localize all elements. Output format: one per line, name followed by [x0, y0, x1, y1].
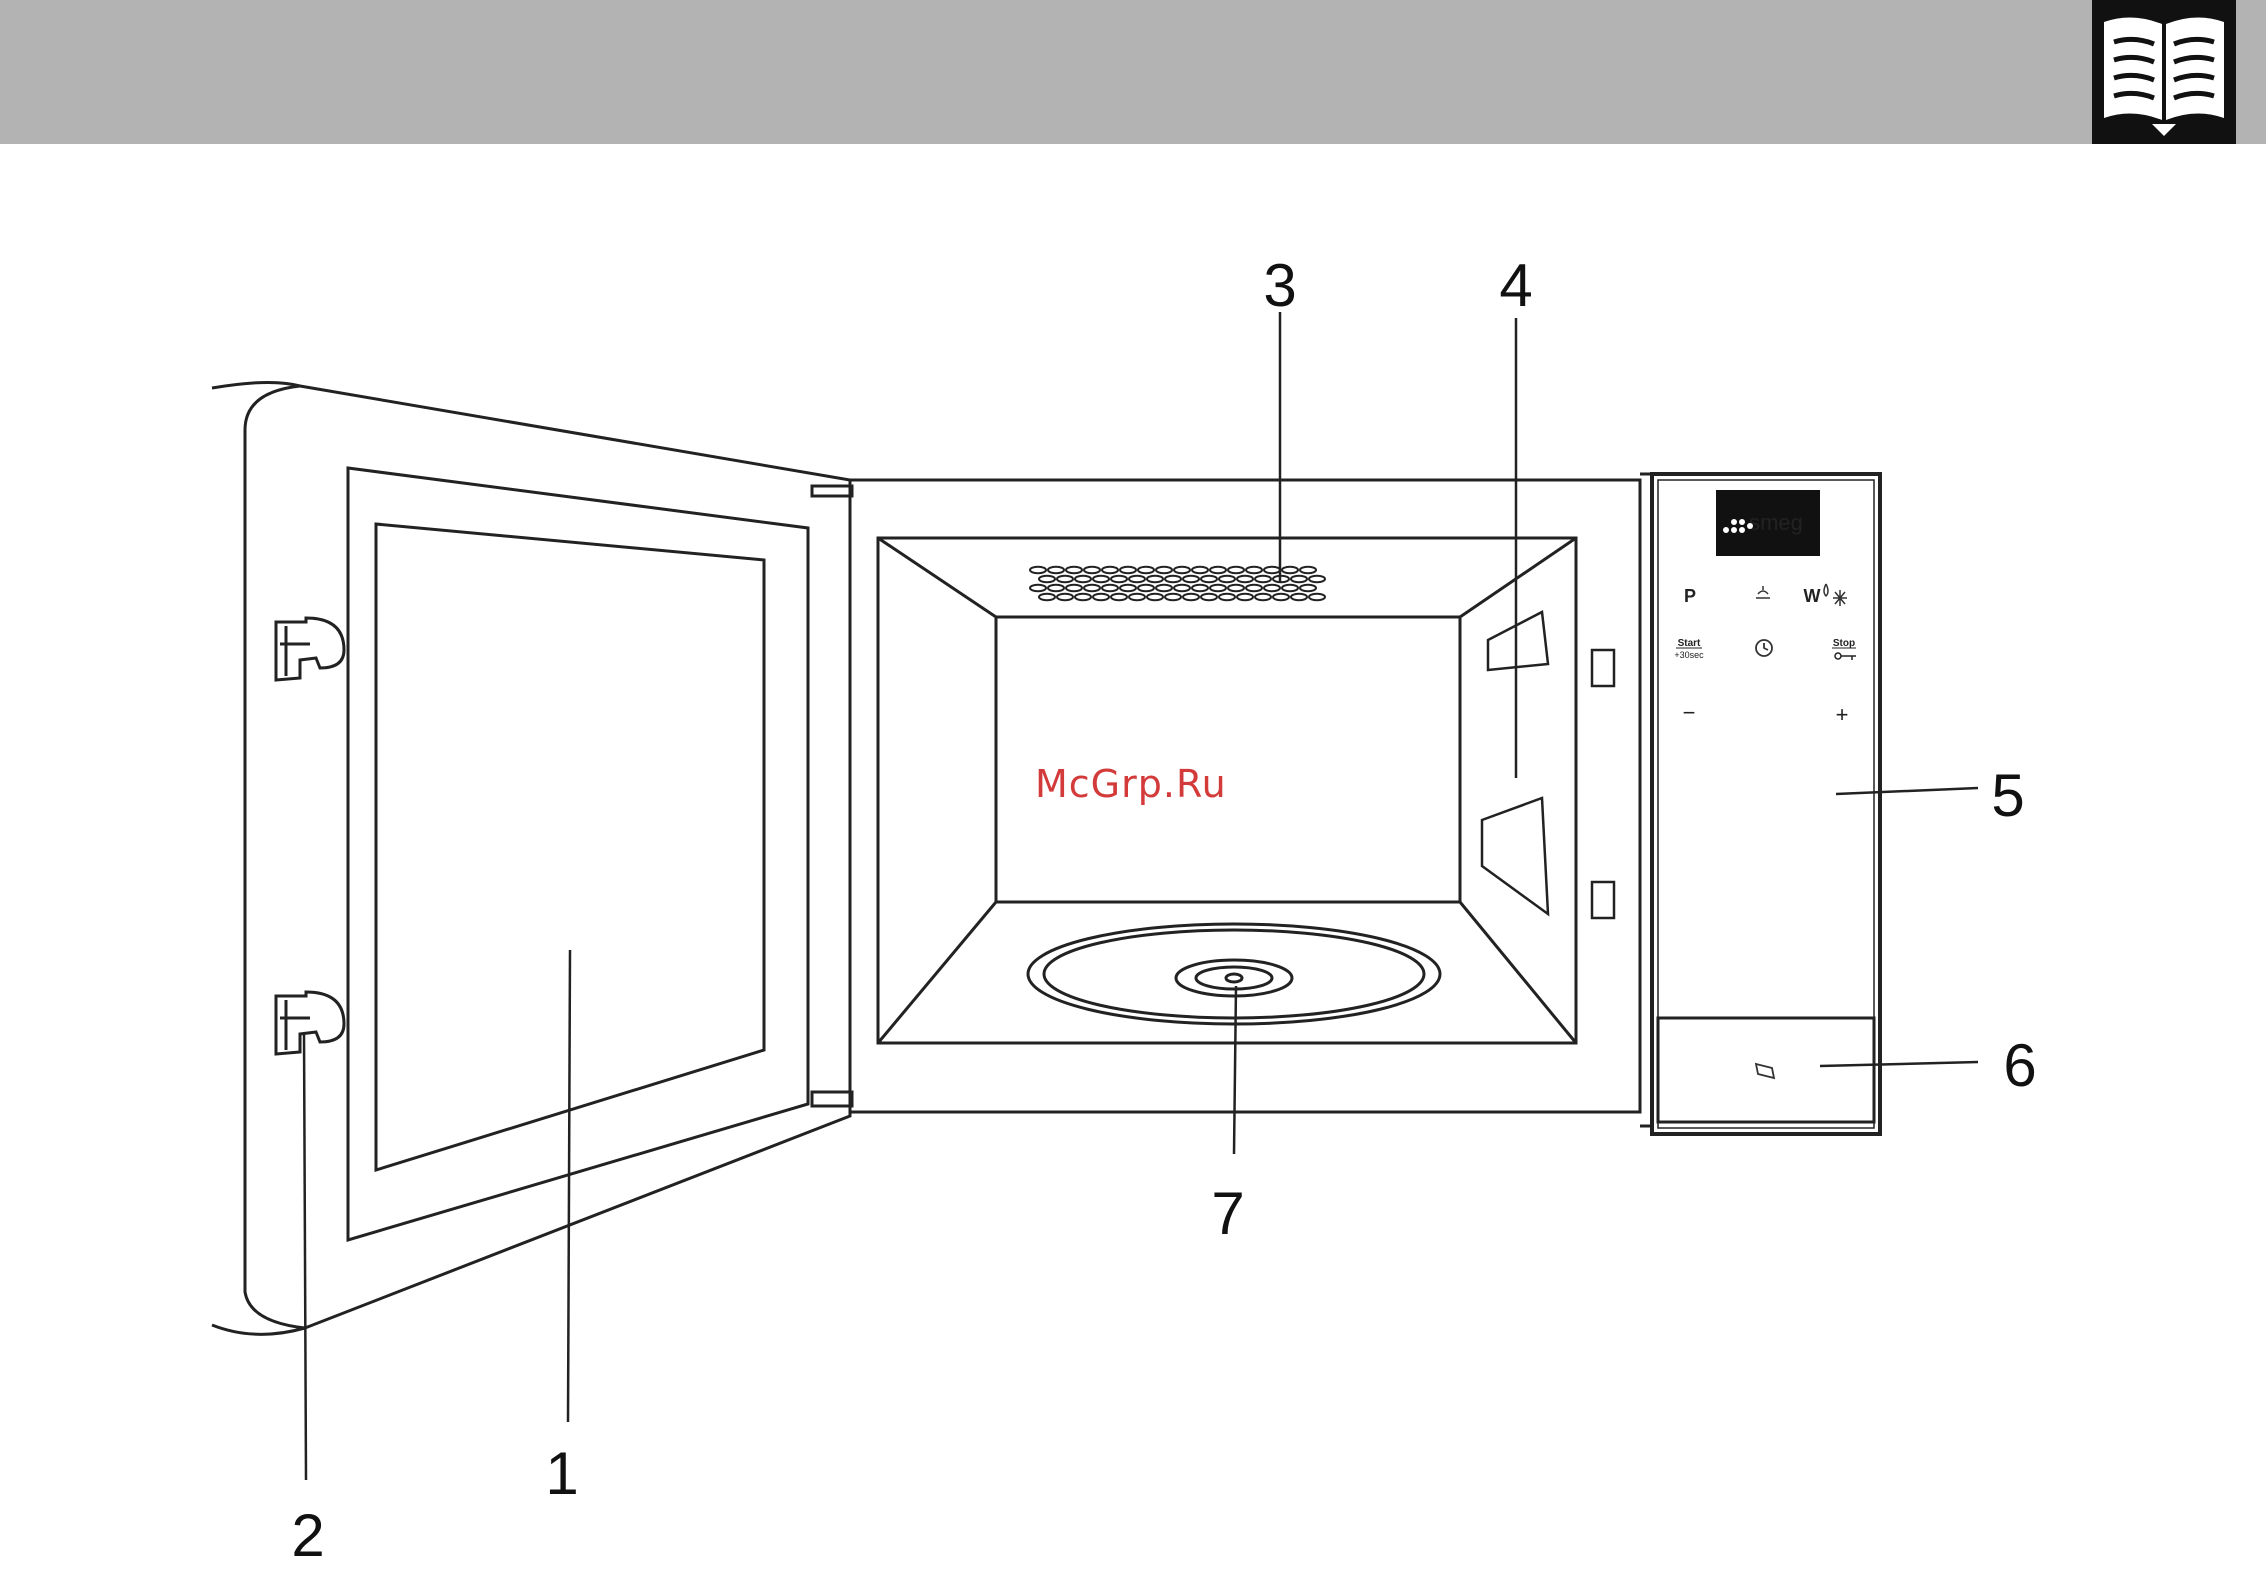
vent-hole [1138, 585, 1154, 591]
clock-icon[interactable] [1756, 640, 1772, 656]
vent-hole [1138, 567, 1154, 573]
vent-hole [1147, 594, 1163, 600]
vent-hole [1201, 576, 1217, 582]
watermark: McGrp.Ru [1035, 762, 1227, 806]
vent-hole [1066, 567, 1082, 573]
vent-hole [1156, 585, 1172, 591]
vent-hole [1111, 594, 1127, 600]
vent-hole [1102, 585, 1118, 591]
vent-hole [1192, 567, 1208, 573]
vent-hole [1102, 567, 1118, 573]
vent-hole [1273, 594, 1289, 600]
callout-2: 2 [291, 1502, 324, 1569]
vent-hole [1246, 585, 1262, 591]
vent-hole [1282, 567, 1298, 573]
vent-hole [1309, 594, 1325, 600]
callout-1: 1 [545, 1440, 578, 1507]
weight-defrost-button[interactable]: W [1804, 586, 1821, 606]
vent-hole [1255, 576, 1271, 582]
vent-hole [1300, 567, 1316, 573]
vent-hole [1129, 576, 1145, 582]
vent-hole [1156, 567, 1172, 573]
vent-hole [1129, 594, 1145, 600]
vent-hole [1282, 585, 1298, 591]
door [212, 382, 852, 1334]
callout-3: 3 [1263, 252, 1296, 319]
vent-hole [1237, 576, 1253, 582]
waveguide-cover [1482, 612, 1614, 918]
vent-hole [1084, 585, 1100, 591]
vent-hole [1219, 594, 1235, 600]
vent-hole [1183, 576, 1199, 582]
vent-hole [1030, 585, 1046, 591]
vent-hole [1093, 576, 1109, 582]
control-panel [1652, 474, 1880, 1134]
vent-hole [1075, 576, 1091, 582]
turntable [1028, 924, 1440, 1024]
cabinet [850, 474, 1652, 1126]
vent-hole [1165, 594, 1181, 600]
vent-hole [1201, 594, 1217, 600]
callout-6: 6 [2003, 1032, 2036, 1099]
stop-button[interactable]: Stop [1833, 638, 1855, 649]
callout-7: 7 [1211, 1180, 1244, 1247]
vent-hole [1057, 594, 1073, 600]
vent-hole [1066, 585, 1082, 591]
brand-label: smeg [1749, 510, 1803, 535]
vent-hole [1210, 585, 1226, 591]
vent-hole [1192, 585, 1208, 591]
vent-hole [1246, 567, 1262, 573]
vent-hole [1120, 585, 1136, 591]
start-sub-label: +30sec [1674, 650, 1704, 660]
plus-button[interactable]: + [1836, 702, 1849, 727]
eject-icon [1756, 1064, 1774, 1078]
vent-hole [1174, 567, 1190, 573]
callout-5: 5 [1991, 762, 2024, 829]
vent-hole [1264, 567, 1280, 573]
vent-hole [1300, 585, 1316, 591]
vent-hole [1093, 594, 1109, 600]
vent-hole [1210, 567, 1226, 573]
vent-hole [1228, 585, 1244, 591]
vent-hole [1183, 594, 1199, 600]
vent-hole [1147, 576, 1163, 582]
vent-hole [1039, 594, 1055, 600]
vent-hole [1291, 594, 1307, 600]
start-button[interactable]: Start [1678, 638, 1701, 649]
door-latch-lower [276, 992, 344, 1054]
vent-hole [1039, 576, 1055, 582]
vent-hole [1030, 567, 1046, 573]
door-open-button [1658, 1018, 1874, 1122]
vent-hole [1174, 585, 1190, 591]
vent-hole [1228, 567, 1244, 573]
key-lock-icon [1835, 653, 1856, 660]
power-button[interactable]: P [1684, 586, 1696, 606]
vent-hole [1291, 576, 1307, 582]
vent-hole [1048, 585, 1064, 591]
vent-hole [1309, 576, 1325, 582]
vent-hole [1255, 594, 1271, 600]
vent-hole [1048, 567, 1064, 573]
vent-hole [1264, 585, 1280, 591]
callout-4: 4 [1499, 252, 1532, 319]
vent-hole [1111, 576, 1127, 582]
vent-hole [1084, 567, 1100, 573]
vent-hole [1219, 576, 1235, 582]
vent-hole [1165, 576, 1181, 582]
leader-lines [304, 312, 1978, 1480]
vent-hole [1075, 594, 1091, 600]
door-latch-upper [276, 618, 344, 680]
defrost-icon [1824, 584, 1847, 606]
vent-hole [1237, 594, 1253, 600]
minus-button[interactable]: − [1683, 700, 1696, 725]
vent-hole [1120, 567, 1136, 573]
vent-hole [1057, 576, 1073, 582]
grill-icon[interactable] [1756, 586, 1770, 598]
